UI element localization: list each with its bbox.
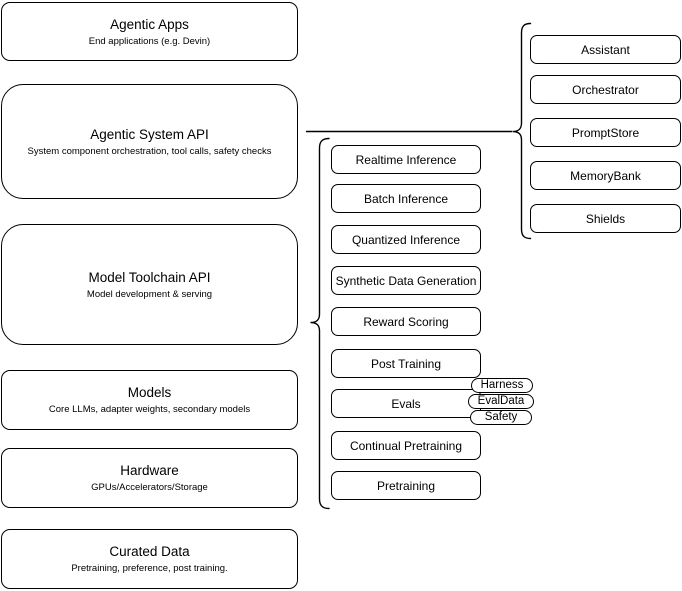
node-batch-inference: Batch Inference xyxy=(331,184,481,213)
node-title: Model Toolchain API xyxy=(88,269,211,285)
node-reward-scoring: Reward Scoring xyxy=(331,307,481,336)
node-orchestrator: Orchestrator xyxy=(530,75,681,104)
node-model-toolchain-api: Model Toolchain API Model development & … xyxy=(1,224,298,345)
node-quantized-inference: Quantized Inference xyxy=(331,225,481,254)
node-subtitle: Core LLMs, adapter weights, secondary mo… xyxy=(48,404,251,415)
components-brace xyxy=(512,22,532,240)
node-subtitle: End applications (e.g. Devin) xyxy=(88,35,211,47)
node-continual-pretraining: Continual Pretraining xyxy=(331,431,481,460)
node-evals: Evals xyxy=(331,389,481,418)
node-title: Agentic System API xyxy=(90,126,209,142)
node-subtitle: Pretraining, preference, post training. xyxy=(71,563,228,574)
node-memorybank: MemoryBank xyxy=(530,161,681,190)
node-hardware: Hardware GPUs/Accelerators/Storage xyxy=(1,448,298,508)
tag-safety: Safety xyxy=(470,410,532,425)
node-subtitle: GPUs/Accelerators/Storage xyxy=(91,482,208,493)
node-post-training: Post Training xyxy=(331,349,481,378)
node-title: Curated Data xyxy=(109,544,190,559)
node-pretraining: Pretraining xyxy=(331,471,481,500)
node-realtime-inference: Realtime Inference xyxy=(331,145,481,174)
node-title: Models xyxy=(127,385,172,400)
node-subtitle: Model development & serving xyxy=(86,288,213,300)
node-agentic-system-api: Agentic System API System component orch… xyxy=(1,84,298,199)
toolchain-brace xyxy=(310,137,330,510)
tag-harness: Harness xyxy=(471,378,533,393)
tag-evaldata: EvalData xyxy=(468,394,534,409)
node-curated-data: Curated Data Pretraining, preference, po… xyxy=(1,529,298,589)
node-promptstore: PromptStore xyxy=(530,118,681,147)
node-shields: Shields xyxy=(530,204,681,233)
node-agentic-apps: Agentic Apps End applications (e.g. Devi… xyxy=(1,2,298,61)
node-synthetic-data-generation: Synthetic Data Generation xyxy=(331,266,481,295)
node-title: Agentic Apps xyxy=(110,16,189,32)
node-title: Hardware xyxy=(120,463,179,478)
node-subtitle: System component orchestration, tool cal… xyxy=(27,145,272,157)
node-models: Models Core LLMs, adapter weights, secon… xyxy=(1,370,298,430)
node-assistant: Assistant xyxy=(530,35,681,64)
